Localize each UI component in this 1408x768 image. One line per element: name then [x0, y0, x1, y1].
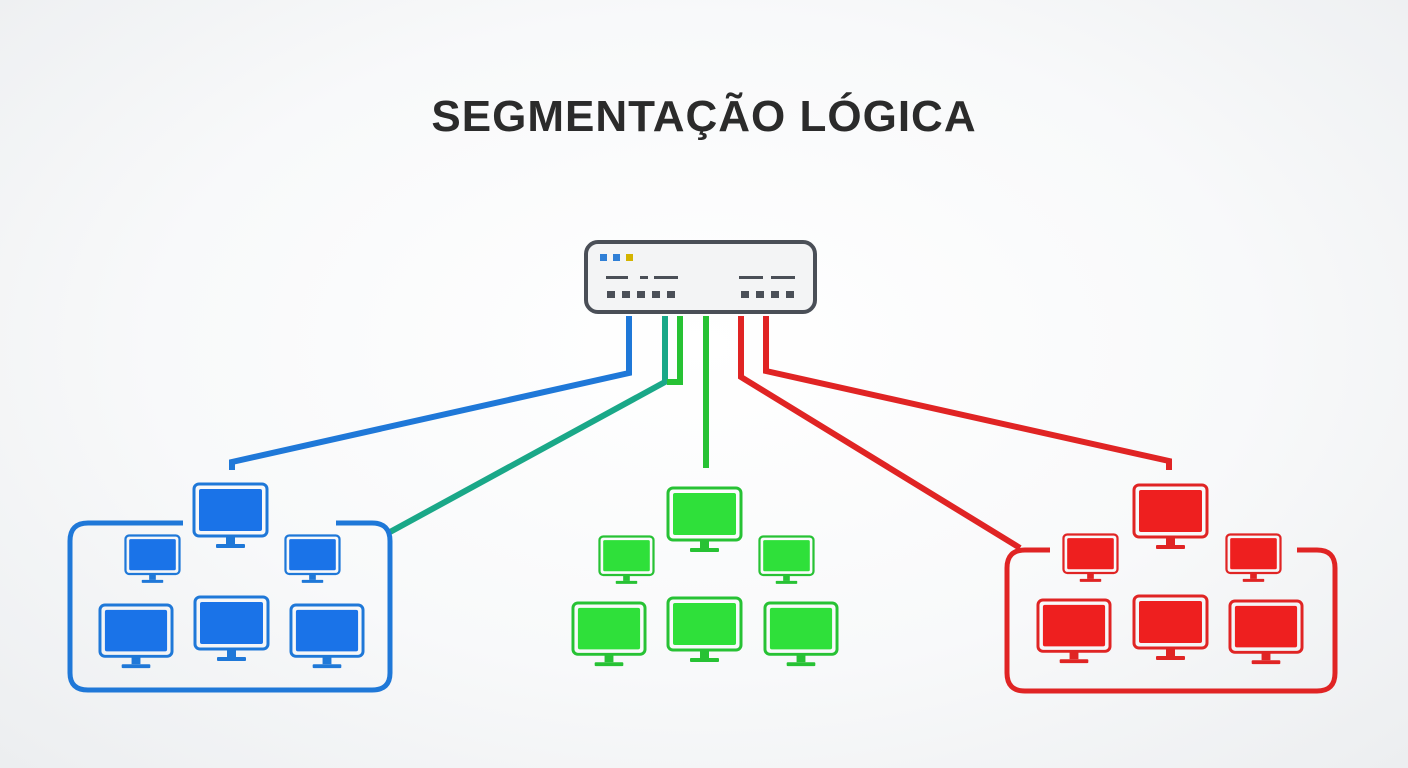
red-segment	[1037, 485, 1303, 665]
computer-icon	[1229, 600, 1303, 665]
computer-icon	[99, 604, 173, 669]
computer-icon	[125, 535, 180, 583]
blue-segment-enclosure	[67, 520, 393, 693]
computer-icon	[195, 597, 268, 661]
computer-icon	[194, 484, 267, 548]
switch-led	[626, 254, 633, 261]
green-segment	[572, 488, 838, 667]
computer-icon	[668, 488, 741, 552]
switch-led	[600, 254, 607, 261]
computer-icon	[290, 604, 364, 669]
computer-icon	[1134, 485, 1207, 549]
computer-icon	[599, 536, 654, 584]
link-red-top	[763, 316, 1172, 470]
link-green-teal-2	[667, 316, 683, 385]
link-green-teal	[388, 316, 668, 535]
red-segment-enclosure	[1004, 547, 1338, 694]
computer-icon	[1226, 534, 1281, 582]
link-blue	[229, 316, 632, 470]
computer-icon	[759, 536, 814, 584]
computer-icon	[1134, 596, 1207, 660]
computer-icon	[1063, 534, 1118, 582]
blue-segment	[99, 484, 364, 669]
computer-icon	[285, 535, 340, 583]
computer-icon	[572, 602, 646, 667]
link-red-enclosure	[738, 316, 1022, 551]
switch-led	[613, 254, 620, 261]
network-switch-icon	[584, 240, 817, 314]
computer-icon	[1037, 599, 1111, 664]
computer-icon	[668, 598, 741, 662]
diagram-title: SEGMENTAÇÃO LÓGICA	[431, 92, 977, 141]
computer-icon	[764, 602, 838, 667]
connection-links	[229, 316, 1172, 551]
